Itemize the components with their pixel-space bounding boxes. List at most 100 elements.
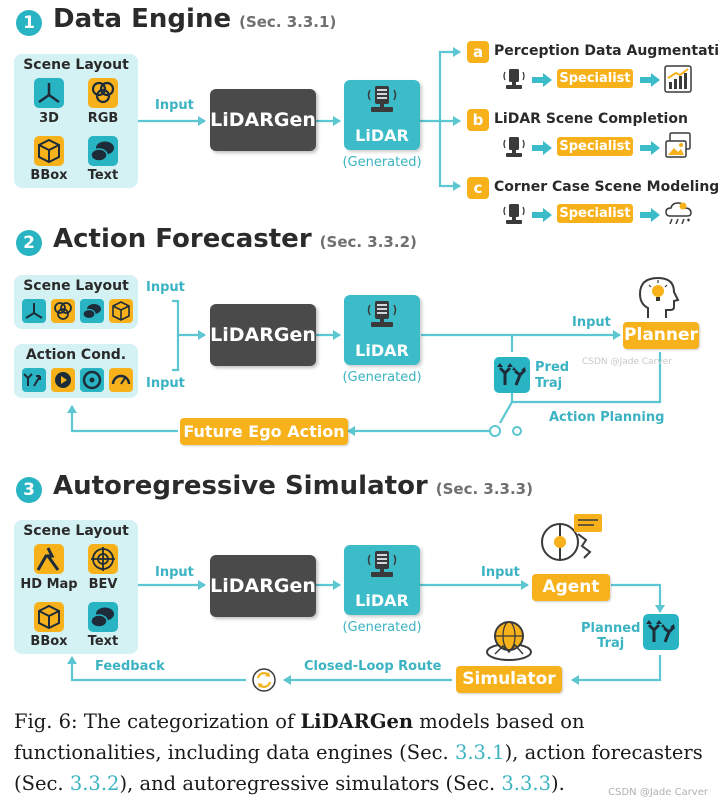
section-number-1: 1	[16, 10, 42, 36]
closed-loop-route-label: Closed-Loop Route	[304, 659, 442, 674]
play-control-icon	[51, 368, 75, 396]
rgb-circles-icon	[88, 78, 118, 112]
caption-text: models based on functionalities, includi…	[14, 710, 585, 764]
planned-traj-label: Planned Traj	[581, 621, 641, 651]
caption-text: ).	[551, 772, 565, 795]
section-title-text: Data Engine	[53, 4, 232, 34]
layout-label-3d: 3D	[39, 111, 59, 126]
arrow-label-input: Input	[155, 98, 194, 113]
output-title-c: Corner Case Scene Modeling	[494, 179, 718, 195]
arrow-label-input: Input	[146, 280, 185, 295]
lidar-box: LiDAR	[344, 80, 420, 150]
output-badge-a: a	[467, 41, 489, 63]
output-badge-c: c	[467, 177, 489, 199]
lidar-sensor-icon	[366, 547, 398, 585]
growth-chart-icon	[664, 65, 692, 97]
planned-traj-icon	[643, 614, 679, 654]
watermark: CSDN @Jade Carver	[582, 357, 672, 367]
layout-label-hdmap: HD Map	[20, 577, 78, 592]
caption-text: ), and autoregressive simulators (Sec.	[119, 772, 502, 795]
generated-caption: (Generated)	[342, 370, 422, 385]
planner-head-icon	[638, 274, 682, 324]
section-number-3: 3	[16, 477, 42, 503]
arrow-label-input: Input	[146, 376, 185, 391]
lidar-mini-icon	[501, 201, 527, 231]
caption-text: Fig. 6: The categorization of	[14, 710, 301, 733]
lidar-label: LiDAR	[355, 341, 409, 360]
section-number-2: 2	[16, 230, 42, 256]
bbox-cube-icon	[34, 136, 64, 170]
lidargen-box: LiDARGen	[210, 304, 316, 366]
lidar-box: LiDAR	[344, 295, 420, 365]
layout-label-text: Text	[87, 168, 119, 183]
lidar-mini-icon	[501, 134, 527, 164]
caption-text: ), action forecasters (Sec.	[14, 741, 703, 795]
panel-title: Scene Layout	[23, 57, 129, 73]
section-title-action-forecaster: Action Forecaster(Sec. 3.3.2)	[53, 224, 417, 254]
caption-ref-link[interactable]: 3.3.1	[454, 741, 505, 764]
scene-layout-panel: Scene Layout HD Map BEV BBox Text	[14, 520, 138, 654]
section-ref: (Sec. 3.3.3)	[435, 480, 533, 498]
arrow-right-icon	[532, 140, 552, 159]
caption-bold: LiDARGen	[300, 710, 414, 733]
lidar-box: LiDAR	[344, 545, 420, 615]
output-title-b: LiDAR Scene Completion	[494, 111, 688, 127]
specialist-tag: Specialist	[557, 137, 633, 156]
section-ref: (Sec. 3.3.1)	[239, 13, 337, 31]
layout-label-bbox: BBox	[30, 168, 68, 183]
section-title-text: Action Forecaster	[53, 224, 312, 254]
axes-3d-icon	[34, 78, 64, 112]
section-title-data-engine: Data Engine (Sec. 3.3.1)	[53, 4, 336, 34]
lidargen-box: LiDARGen	[210, 555, 316, 617]
image-stack-icon	[664, 132, 692, 166]
arrow-right-icon	[532, 72, 552, 91]
arrow-right-icon	[640, 207, 660, 226]
layout-label-rgb: RGB	[87, 111, 119, 126]
section-title-text: Autoregressive Simulator	[53, 471, 428, 501]
direction-arrows-icon	[22, 368, 46, 396]
arrow-right-icon	[532, 207, 552, 226]
axes-3d-icon	[22, 299, 46, 327]
lidar-sensor-icon	[366, 297, 398, 335]
planner-node: Planner	[623, 322, 699, 349]
pred-traj-icon	[494, 357, 530, 397]
agent-robot-head-icon	[536, 512, 606, 576]
loop-cycle-icon	[250, 666, 278, 698]
caption-ref-link[interactable]: 3.3.2	[69, 772, 120, 795]
action-planning-label: Action Planning	[549, 410, 665, 425]
lidargen-box: LiDARGen	[210, 89, 316, 151]
panel-title: Scene Layout	[23, 523, 129, 539]
section-title-autoregressive-simulator: Autoregressive Simulator (Sec. 3.3.3)	[53, 471, 533, 501]
output-title-a: Perception Data Augmentation	[494, 43, 718, 59]
watermark: CSDN @Jade Carver	[608, 787, 708, 798]
layout-label-bbox: BBox	[30, 634, 68, 649]
speedometer-icon	[109, 368, 133, 396]
pred-traj-label: Pred Traj	[535, 360, 570, 391]
connector-lines	[67, 47, 665, 685]
agent-node: Agent	[532, 574, 610, 601]
caption-ref-link[interactable]: 3.3.3	[501, 772, 552, 795]
simulator-node: Simulator	[456, 666, 562, 693]
action-cond-panel: Action Cond.	[14, 344, 138, 398]
arrow-right-icon	[640, 140, 660, 159]
simulator-globe-icon	[485, 618, 533, 666]
driver-icon	[80, 368, 104, 396]
future-ego-action-node: Future Ego Action	[180, 418, 348, 445]
lidar-sensor-icon	[366, 82, 398, 120]
lidar-mini-icon	[501, 66, 527, 96]
rgb-circles-icon	[51, 299, 75, 327]
panel-title: Action Cond.	[25, 347, 127, 363]
speech-bubble-icon	[80, 299, 104, 327]
layout-label-text: Text	[87, 634, 119, 649]
output-badge-b: b	[467, 109, 489, 131]
layout-label-bev: BEV	[88, 577, 118, 592]
weather-cloud-icon	[663, 198, 695, 234]
bbox-cube-icon	[34, 602, 64, 636]
arrow-right-icon	[640, 72, 660, 91]
arrow-label-input: Input	[572, 315, 611, 330]
scene-layout-panel: Scene Layout 3D RGB BBox Text	[14, 54, 138, 188]
feedback-label: Feedback	[95, 659, 165, 674]
speech-bubble-icon	[88, 136, 118, 170]
specialist-tag: Specialist	[557, 204, 633, 223]
